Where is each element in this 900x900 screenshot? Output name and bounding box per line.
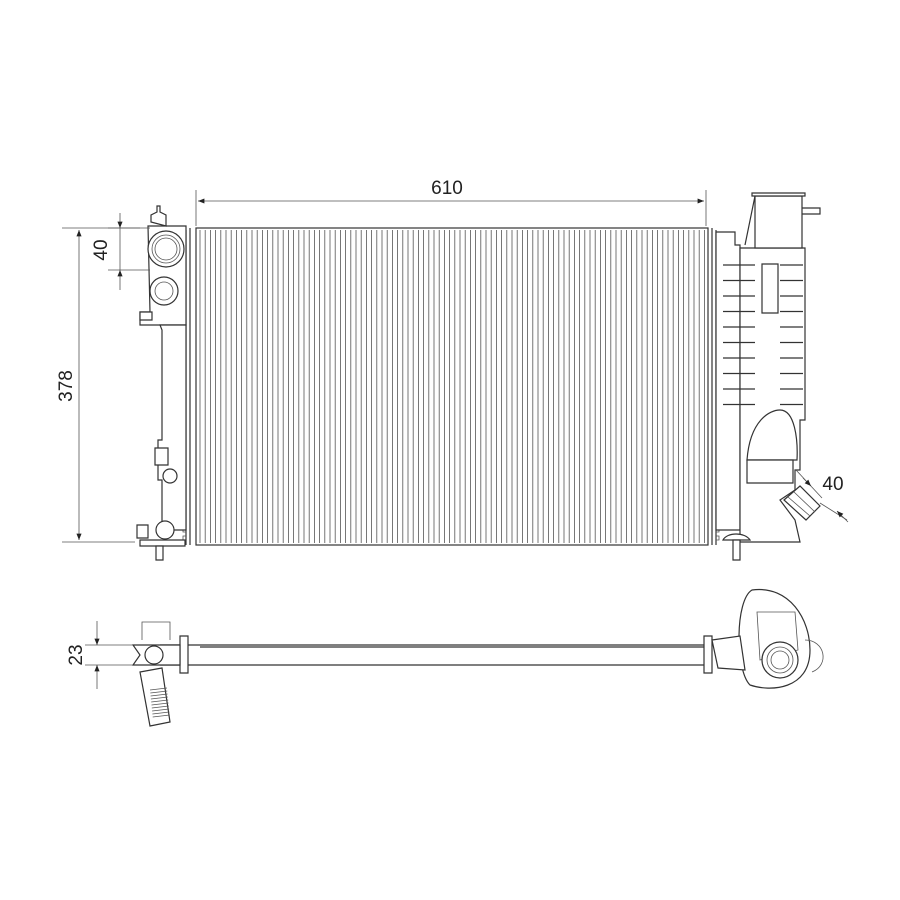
depth-label: 23 bbox=[66, 644, 87, 665]
inlet-label: 40 bbox=[91, 239, 112, 260]
width-label: 610 bbox=[431, 178, 463, 199]
core-fins bbox=[199, 230, 705, 543]
outlet-label: 40 bbox=[822, 474, 843, 495]
height-dimension: 378 bbox=[56, 227, 140, 543]
width-dimension: 610 bbox=[195, 178, 707, 226]
radiator-core bbox=[195, 227, 709, 546]
inlet-dimension: 40 bbox=[91, 213, 150, 290]
top-view: 23 bbox=[66, 588, 824, 727]
depth-dimension: 23 bbox=[66, 621, 133, 689]
height-label: 378 bbox=[56, 370, 77, 402]
right-tank-with-expansion bbox=[711, 192, 821, 561]
left-tank bbox=[136, 205, 191, 561]
outlet-dimension: 40 bbox=[795, 469, 849, 523]
front-view: 610 378 40 40 bbox=[56, 178, 849, 561]
